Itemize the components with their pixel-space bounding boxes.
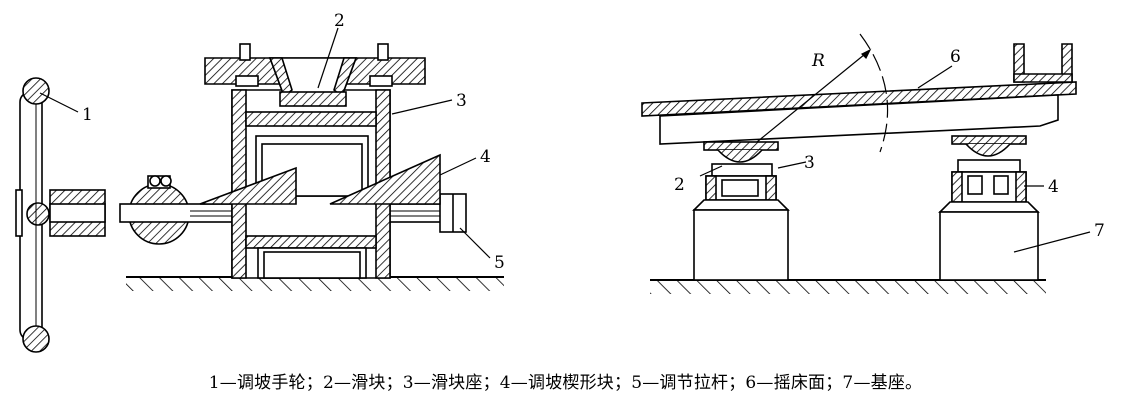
right-leaders (699, 65, 1091, 253)
table-deck (641, 43, 1077, 145)
left-ground (126, 276, 504, 291)
label-2: 2 (334, 11, 345, 31)
left-leaders (39, 27, 491, 259)
label-6: 6 (950, 47, 961, 67)
label-2-right: 2 (674, 175, 685, 195)
label-3: 3 (456, 91, 467, 111)
label-1: 1 (82, 105, 93, 125)
right-view (641, 33, 1091, 294)
label-4-right: 4 (1048, 177, 1059, 197)
label-7: 7 (1094, 221, 1105, 241)
label-r: R (811, 51, 825, 71)
radius-indicator (751, 33, 889, 153)
label-3-right: 3 (804, 153, 815, 173)
right-ground (650, 279, 1046, 294)
handwheel (15, 77, 50, 353)
slider-seat (231, 89, 391, 279)
right-support (938, 135, 1040, 281)
shaft-bearing (49, 189, 106, 237)
label-4: 4 (480, 147, 491, 167)
label-5: 5 (494, 253, 505, 273)
top-platform (204, 43, 426, 107)
left-support (692, 141, 790, 281)
figure-caption: 1—调坡手轮；2—滑块；3—滑块座；4—调坡楔形块；5—调节拉杆；6—摇床面；7… (208, 373, 923, 393)
left-view (15, 27, 504, 353)
wedge-blocks (199, 153, 441, 205)
